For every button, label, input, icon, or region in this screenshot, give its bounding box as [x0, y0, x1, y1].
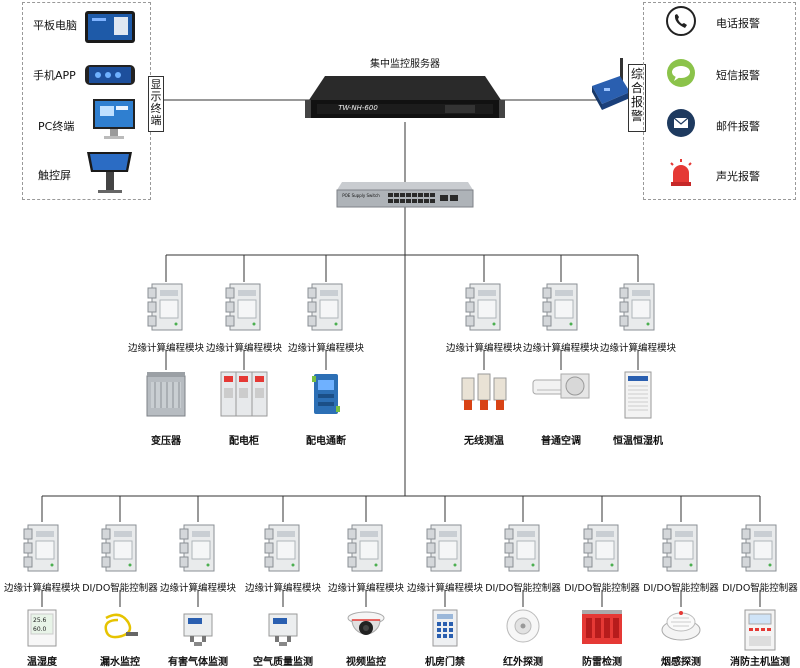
module-device	[661, 521, 701, 575]
air-conditioner-icon	[531, 370, 591, 410]
module-device	[464, 280, 504, 334]
module-label: 边缘计算编程模块	[599, 343, 676, 354]
module-label: 边缘计算编程模块	[522, 343, 599, 354]
module-device	[178, 521, 218, 575]
device-label: 漏水监控	[100, 657, 140, 668]
water-leak-cable-icon	[98, 608, 142, 644]
module-device	[263, 521, 303, 575]
alarm-gateway-router-icon	[592, 58, 630, 110]
module-label: 边缘计算编程模块	[3, 583, 80, 594]
module-label: DI/DO智能控制器	[82, 583, 158, 594]
device-label: 烟感探测	[661, 657, 701, 668]
integrated-alarm-label: 综合报警	[628, 64, 646, 132]
display-terminal-label: 显示终端	[148, 76, 164, 132]
hum-readout: 60.0	[33, 626, 47, 633]
dome-camera-icon	[346, 608, 386, 644]
module-device	[346, 521, 386, 575]
switch-label: POE Supply Switch	[342, 193, 380, 198]
device-label: 配电柜	[229, 436, 259, 447]
module-device	[224, 280, 264, 334]
gas-detector-icon	[178, 608, 218, 648]
fire-panel-icon	[743, 608, 777, 652]
module-device	[582, 521, 622, 575]
module-device	[618, 280, 658, 334]
alarm-item-label: 电话报警	[716, 17, 760, 30]
device-label: 有害气体监测	[168, 657, 228, 668]
thermo-hygrometer-icon: 25.6 60.0	[26, 608, 58, 648]
pc-monitor-icon	[93, 99, 135, 139]
module-device	[306, 280, 346, 334]
module-label: 边缘计算编程模块	[159, 583, 236, 594]
tablet-icon	[85, 11, 135, 43]
device-label: 普通空调	[541, 436, 581, 447]
siren-icon	[670, 159, 692, 186]
alarm-group	[643, 2, 796, 200]
server-model-label: TW-NH-600	[338, 104, 378, 112]
power-switch-module-icon	[310, 370, 342, 418]
device-label: 无线测温	[464, 436, 504, 447]
distribution-cabinet-icon	[219, 370, 269, 418]
module-label: 边缘计算编程模块	[244, 583, 321, 594]
display-terminal-label-text: 显示终端	[150, 78, 162, 127]
alarm-item-label: 邮件报警	[716, 120, 760, 133]
module-label: 边缘计算编程模块	[127, 343, 204, 354]
device-label: 变压器	[151, 436, 181, 447]
server-rack-icon	[305, 76, 505, 118]
device-label: 视频监控	[346, 657, 386, 668]
wireless-temp-icon	[456, 370, 512, 414]
access-keypad-icon	[431, 608, 459, 648]
module-device	[146, 280, 186, 334]
module-device	[100, 521, 140, 575]
device-label: 红外探测	[503, 657, 543, 668]
module-label: DI/DO智能控制器	[564, 583, 640, 594]
module-label: 边缘计算编程模块	[406, 583, 483, 594]
module-label: 边缘计算编程模块	[287, 343, 364, 354]
infrared-detector-icon	[503, 608, 543, 644]
transformer-icon	[143, 370, 189, 418]
temp-readout: 25.6	[33, 617, 47, 624]
module-device	[22, 521, 62, 575]
device-label: 防雷检测	[582, 657, 622, 668]
module-label: DI/DO智能控制器	[643, 583, 719, 594]
display-item-label: 手机APP	[33, 69, 76, 82]
display-item-label: 触控屏	[38, 169, 71, 182]
module-device	[425, 521, 465, 575]
module-device	[740, 521, 780, 575]
module-label: DI/DO智能控制器	[722, 583, 798, 594]
module-label: 边缘计算编程模块	[327, 583, 404, 594]
device-label: 空气质量监测	[253, 657, 313, 668]
alarm-item-label: 短信报警	[716, 69, 760, 82]
sms-bubble-icon	[667, 59, 695, 87]
precision-ac-icon	[622, 370, 654, 420]
phone-call-icon	[666, 6, 696, 36]
device-label: 恒温恒湿机	[613, 436, 663, 447]
display-item-label: PC终端	[38, 120, 75, 133]
mail-icon	[667, 109, 695, 137]
phone-icon	[85, 65, 135, 85]
poe-switch-icon	[336, 182, 474, 208]
device-label: 配电通断	[306, 436, 346, 447]
display-item-label: 平板电脑	[33, 19, 77, 32]
alarm-item-label: 声光报警	[716, 170, 760, 183]
module-label: DI/DO智能控制器	[485, 583, 561, 594]
device-label: 机房门禁	[425, 657, 465, 668]
device-label: 温湿度	[27, 657, 57, 668]
module-label: 边缘计算编程模块	[205, 343, 282, 354]
surge-protector-icon	[580, 608, 624, 648]
integrated-alarm-label-text: 综合报警	[630, 67, 643, 123]
smoke-detector-icon	[660, 608, 702, 642]
server-title: 集中监控服务器	[370, 59, 440, 70]
device-label: 消防主机监测	[730, 657, 790, 668]
module-label: 边缘计算编程模块	[445, 343, 522, 354]
air-quality-sensor-icon	[263, 608, 303, 648]
touchscreen-kiosk-icon	[87, 152, 132, 193]
module-device	[541, 280, 581, 334]
module-device	[503, 521, 543, 575]
